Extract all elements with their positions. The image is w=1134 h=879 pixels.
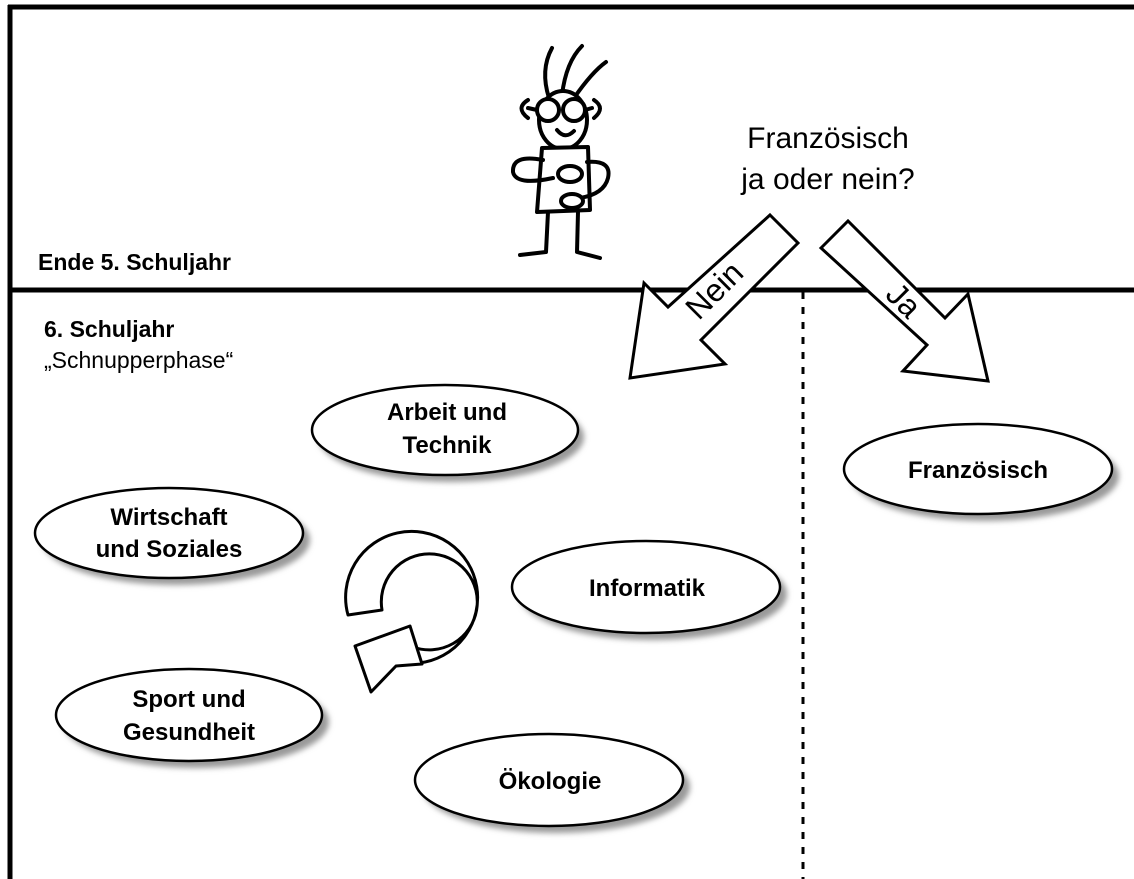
no-arrow: Nein bbox=[628, 212, 801, 380]
module-sport-gesundheit: Sport und Gesundheit bbox=[54, 667, 329, 768]
module-oekologie-label: Ökologie bbox=[499, 768, 602, 795]
question-line-2: ja oder nein? bbox=[740, 163, 914, 196]
section-subtitle: „Schnupperphase“ bbox=[44, 347, 233, 373]
cartoon-student-icon bbox=[511, 44, 611, 260]
module-sport-line-1: Sport und bbox=[132, 686, 245, 713]
module-oekologie: Ökologie bbox=[413, 732, 690, 833]
rotation-cycle-icon bbox=[344, 529, 480, 694]
module-informatik-label: Informatik bbox=[589, 575, 706, 602]
module-arbeit-line-1: Arbeit und bbox=[387, 399, 507, 426]
module-wirtschaft-line-1: Wirtschaft bbox=[110, 504, 227, 531]
module-informatik: Informatik bbox=[510, 539, 787, 640]
section-title: 6. Schuljahr bbox=[44, 316, 174, 342]
module-wirtschaft-soziales: Wirtschaft und Soziales bbox=[33, 486, 310, 585]
module-sport-line-2: Gesundheit bbox=[123, 719, 255, 746]
module-arbeit-technik: Arbeit und Technik bbox=[310, 383, 584, 482]
module-franzoesisch-label: Französisch bbox=[908, 457, 1048, 484]
yes-arrow: Ja bbox=[818, 218, 990, 383]
question-line-1: Französisch bbox=[747, 122, 909, 155]
module-arbeit-line-2: Technik bbox=[403, 432, 493, 459]
yes-arrow-shape bbox=[818, 218, 990, 383]
no-arrow-shape bbox=[628, 212, 801, 380]
module-franzoesisch: Französisch bbox=[842, 422, 1119, 521]
module-wirtschaft-line-2: und Soziales bbox=[96, 536, 243, 563]
end-year-label: Ende 5. Schuljahr bbox=[38, 249, 231, 275]
